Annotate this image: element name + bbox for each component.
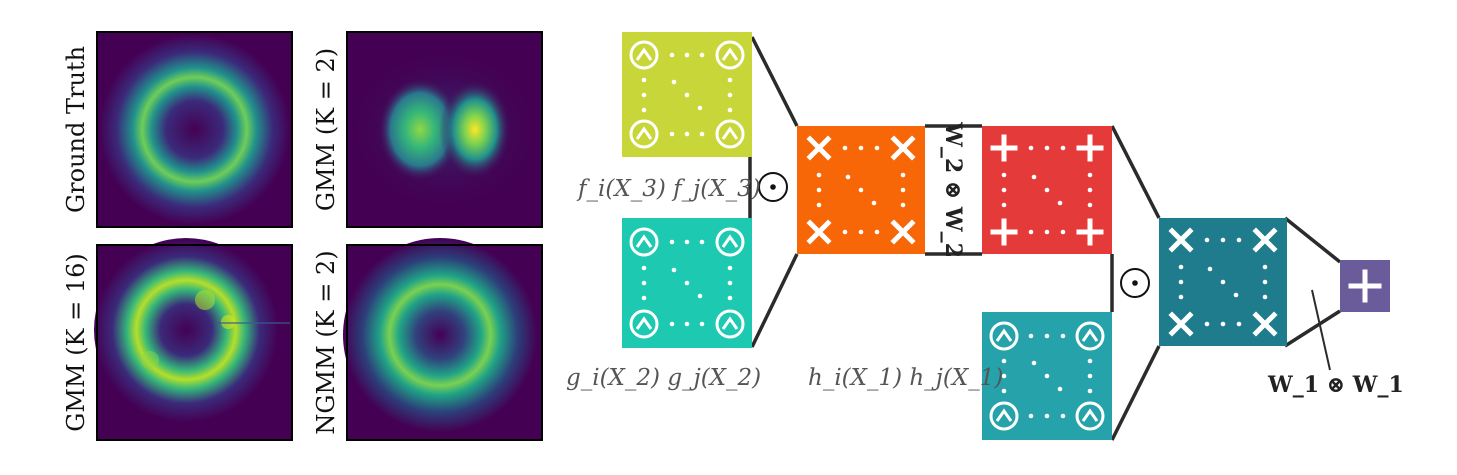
panel-gmm-k16: GMM (K = 16): [62, 238, 293, 441]
label-w1: W_1 ⊗ W_1: [1267, 372, 1404, 398]
label-h: h_i(X_1) h_j(X_1): [808, 365, 1003, 391]
panel-label: GMM (K = 16): [62, 253, 90, 432]
panel-gmm-k2: GMM (K = 2): [312, 31, 543, 228]
plus-icon: [1348, 269, 1382, 303]
connections: [748, 36, 1342, 441]
leaf-block-h: [982, 312, 1112, 440]
panel-label: NGMM (K = 2): [312, 250, 340, 434]
product-block-top: [797, 126, 925, 254]
leaf-block-g: [622, 218, 752, 348]
plus-icon: [990, 134, 1104, 246]
panel-ground-truth: Ground Truth: [62, 31, 293, 228]
product-block-right: [1159, 218, 1287, 346]
dots-icon: [1178, 237, 1268, 327]
panel-label: GMM (K = 2): [312, 48, 340, 211]
dots-icon: [816, 145, 906, 235]
panel-label: Ground Truth: [62, 46, 90, 213]
hadamard-symbol-left: [758, 172, 788, 202]
dots-icon: [641, 52, 733, 137]
sum-block-root: [1340, 260, 1390, 312]
dots-icon: [1001, 145, 1093, 235]
dots-icon: [1001, 333, 1093, 419]
leaf-block-f: [622, 32, 752, 157]
sum-block-mid: [982, 126, 1112, 254]
times-icon: [1168, 227, 1278, 337]
label-g: g_i(X_2) g_j(X_2): [566, 365, 761, 391]
label-w2: W_2 ⊗ W_2: [940, 121, 966, 258]
hadamard-symbol-right: [1120, 268, 1150, 298]
label-f: f_i(X_3) f_j(X_3): [576, 176, 761, 202]
dots-icon: [641, 239, 733, 327]
panel-ngmm-k2: NGMM (K = 2): [312, 238, 543, 441]
times-icon: [806, 135, 916, 245]
